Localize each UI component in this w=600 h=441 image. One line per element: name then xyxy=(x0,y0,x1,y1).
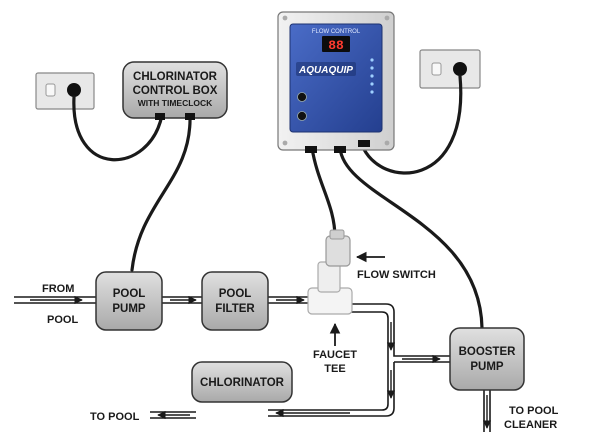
flow-arrows xyxy=(30,251,492,429)
flow-control-unit: FLOW CONTROL 88 AQUAQUIP xyxy=(277,11,395,153)
pool-pump-line1: POOL xyxy=(113,288,146,300)
booster-pump-box: BOOSTER PUMP xyxy=(449,327,525,391)
faucet-tee xyxy=(307,261,353,315)
label-tee: TEE xyxy=(324,363,345,375)
label-pool: POOL xyxy=(47,314,78,326)
flow-control-display: 88 xyxy=(328,38,344,53)
pool-pump-box: POOL PUMP xyxy=(95,271,163,331)
pool-filter-line2: FILTER xyxy=(215,303,255,315)
booster-pump-line1: BOOSTER xyxy=(459,346,517,358)
aquaquip-logo: AQUAQUIP xyxy=(298,65,353,76)
control-knob-2[interactable] xyxy=(297,111,307,121)
label-from: FROM xyxy=(42,283,74,295)
label-to-pool: TO POOL xyxy=(90,411,140,423)
label-to-pool-cleaner-1: TO POOL xyxy=(509,405,559,417)
label-flow-switch: FLOW SWITCH xyxy=(357,269,436,281)
chlorinator-line1: CHLORINATOR xyxy=(200,377,285,389)
electrical-cables xyxy=(72,74,484,330)
chlorinator-box: CHLORINATOR xyxy=(191,361,293,403)
pool-filter-line1: POOL xyxy=(219,288,252,300)
pool-pump-line2: PUMP xyxy=(112,303,146,315)
chlorinator-control-box: CHLORINATOR CONTROL BOX WITH TIMECLOCK xyxy=(122,61,228,120)
flow-control-title: FLOW CONTROL xyxy=(312,29,361,35)
control-box-line2: CONTROL BOX xyxy=(133,85,218,97)
booster-pump-line2: PUMP xyxy=(470,361,504,373)
pool-filter-box: POOL FILTER xyxy=(201,271,269,331)
power-outlet-right-icon xyxy=(419,49,481,89)
control-box-line1: CHLORINATOR xyxy=(133,71,218,83)
label-to-pool-cleaner-2: CLEANER xyxy=(504,419,557,431)
control-box-line3: WITH TIMECLOCK xyxy=(138,98,213,108)
indicator-leds xyxy=(370,58,374,94)
power-outlet-left-icon xyxy=(35,72,95,110)
flow-switch xyxy=(325,229,351,267)
label-faucet: FAUCET xyxy=(313,349,357,361)
control-knob-1[interactable] xyxy=(297,92,307,102)
